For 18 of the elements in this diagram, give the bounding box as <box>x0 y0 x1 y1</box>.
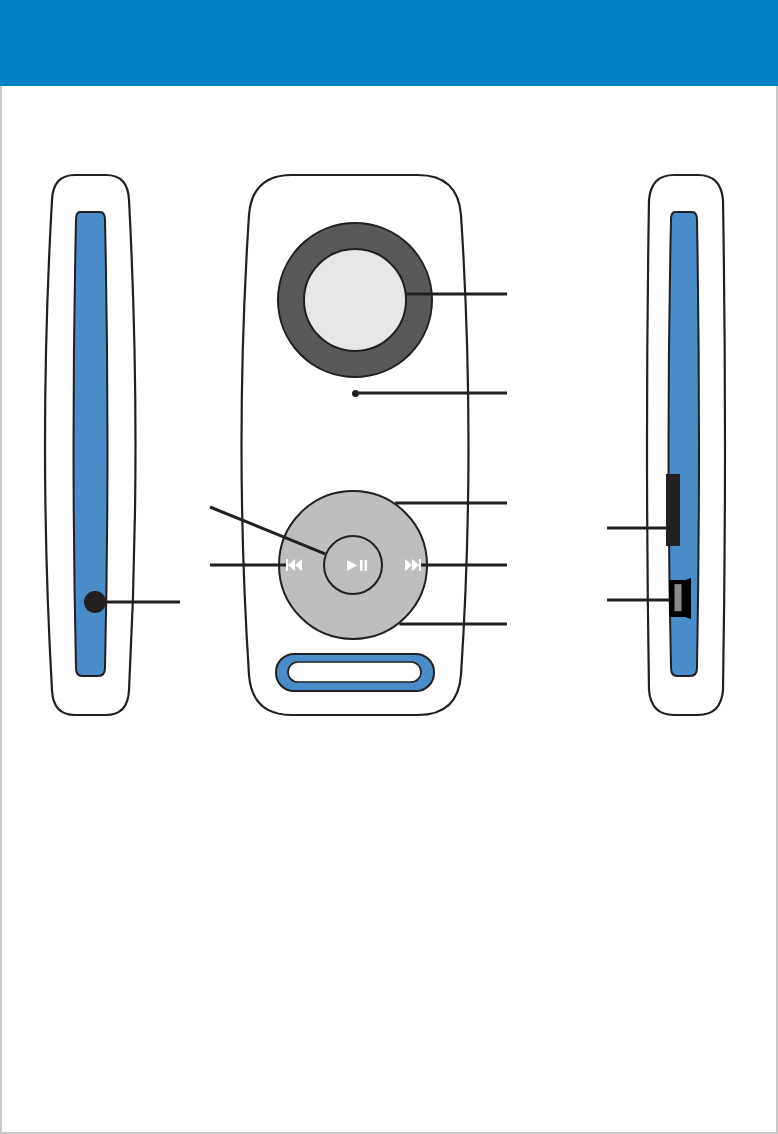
leader-line <box>607 598 669 602</box>
leader-line <box>399 622 507 626</box>
leader-line <box>395 501 507 505</box>
center-button <box>323 535 383 595</box>
leader-line <box>358 391 507 395</box>
jack-socket <box>84 591 106 613</box>
leader-line <box>209 505 326 556</box>
skip-back-icon <box>286 559 302 571</box>
pinhole-dot <box>351 389 359 397</box>
click-wheel <box>278 490 428 640</box>
leader-line <box>607 526 666 530</box>
display-circle <box>303 248 407 352</box>
skip-forward-icon <box>405 559 421 571</box>
leader-line <box>106 600 180 604</box>
leader-line <box>210 563 286 567</box>
leader-line <box>421 563 507 567</box>
leader-line <box>406 292 507 296</box>
card-slot <box>666 474 680 546</box>
